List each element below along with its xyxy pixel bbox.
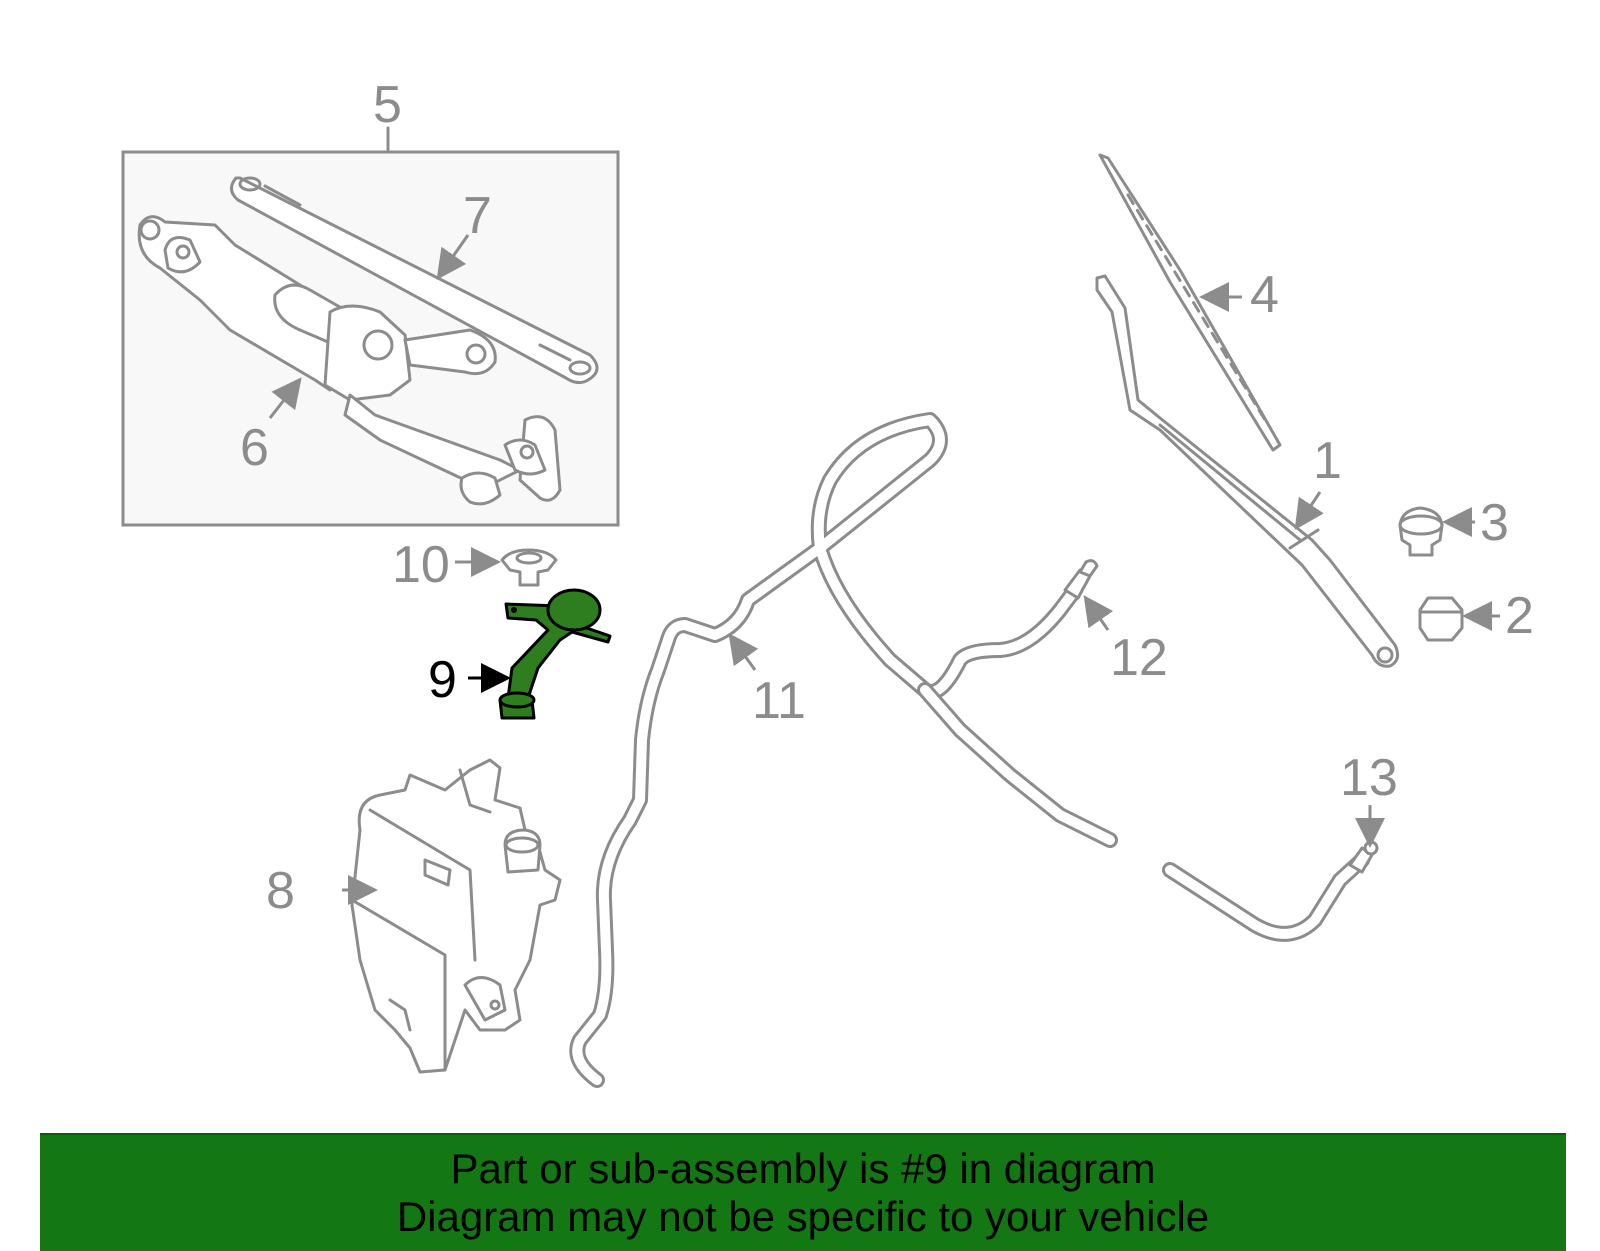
arm-cap[interactable] xyxy=(1398,506,1444,557)
washer-reservoir[interactable] xyxy=(350,758,562,1074)
callout-1: 1 xyxy=(1313,432,1342,490)
callout-11: 11 xyxy=(752,672,806,730)
hose-connector-nozzle[interactable] xyxy=(1063,559,1099,600)
info-banner: Part or sub-assembly is #9 in diagram Di… xyxy=(40,1133,1566,1251)
callout-3: 3 xyxy=(1480,494,1509,552)
callout-labels: 1 2 3 4 5 6 7 8 9 10 11 12 13 xyxy=(240,76,1534,920)
wiper-arm[interactable] xyxy=(1095,274,1400,668)
callout-5: 5 xyxy=(373,76,402,134)
callout-12: 12 xyxy=(1110,629,1168,687)
callout-13: 13 xyxy=(1340,749,1398,807)
leader-arrows xyxy=(268,234,1500,905)
callout-4: 4 xyxy=(1250,266,1279,324)
callout-10: 10 xyxy=(392,536,450,594)
banner-line-part: Part or sub-assembly is #9 in diagram xyxy=(450,1145,1156,1192)
arm-nut[interactable] xyxy=(1418,596,1464,642)
retaining-clip[interactable] xyxy=(500,548,558,587)
rear-washer-hose[interactable] xyxy=(1162,840,1379,942)
wiper-linkage-assembly[interactable] xyxy=(121,126,620,527)
washer-hose[interactable] xyxy=(569,412,1118,1088)
callout-9: 9 xyxy=(428,651,457,709)
washer-filler-neck[interactable] xyxy=(498,588,612,720)
callout-6: 6 xyxy=(240,419,269,477)
drive-link-rod[interactable] xyxy=(230,176,599,385)
callout-7: 7 xyxy=(463,187,492,245)
callout-8: 8 xyxy=(266,862,295,920)
callout-2: 2 xyxy=(1505,587,1534,645)
wiper-blade[interactable] xyxy=(1098,153,1282,452)
wiper-motor-linkage[interactable] xyxy=(137,215,562,506)
banner-line-disclaimer: Diagram may not be specific to your vehi… xyxy=(396,1193,1210,1240)
